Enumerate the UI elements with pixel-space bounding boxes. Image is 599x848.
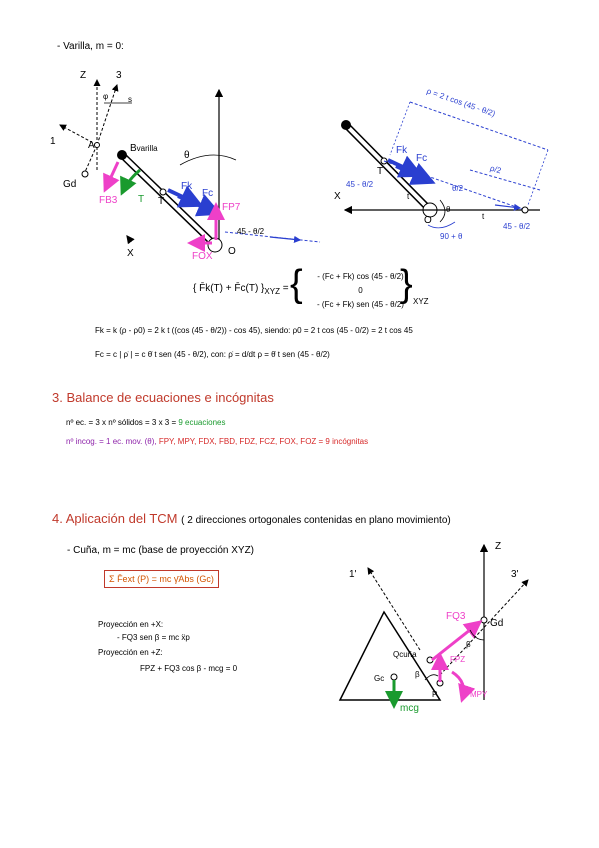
fig1-1-label: 1: [50, 136, 56, 147]
fig1-gd-label: Gd: [63, 179, 77, 190]
fig3-3p-label: 3': [511, 569, 519, 580]
varilla-title: - Varilla, m = 0:: [57, 41, 124, 52]
point-gd: [81, 170, 89, 178]
fig1-b-label: Bvarilla: [130, 143, 158, 154]
fig3-beta2-label: β: [415, 670, 420, 679]
brace-right: }: [400, 263, 413, 305]
point-b: [117, 150, 127, 160]
fig3-gc-label: Gc: [374, 674, 385, 683]
fig1-phi-label: φ: [103, 92, 109, 101]
fig1-fb3-label: FB3: [99, 195, 118, 206]
fig2-theta: θ: [446, 205, 451, 214]
proj-x-eq: - FQ3 sen β = mc ẍp: [117, 633, 190, 642]
fig3-1p-label: 1': [349, 569, 357, 580]
fig2-angle1: 45 - θ/2: [346, 180, 374, 189]
fig1-tcurl-label: T: [138, 194, 145, 205]
fig2-t-label: T: [377, 166, 384, 177]
fig1-fp7-label: FP7: [222, 202, 241, 213]
fig3-z-label: Z: [495, 541, 502, 552]
rho-half-dim: [469, 169, 541, 191]
fig2-fk-label: Fk: [396, 145, 408, 156]
proj-z-eq: FPZ + FQ3 cos β - mcg = 0: [140, 664, 238, 673]
brace-left: {: [290, 263, 303, 305]
fig2-fc: [395, 162, 436, 185]
fig1-fk-label: Fk: [181, 181, 193, 192]
fig2-t-small: t: [407, 192, 410, 201]
fig3-fpz-label: FPZ: [450, 655, 466, 664]
fig1-o-label: O: [228, 246, 236, 257]
fig2-angle4: 90 + θ: [440, 232, 463, 241]
point-t: [159, 188, 167, 196]
proj-z-title: Proyección en +Z:: [98, 648, 163, 657]
fig1-z-label: Z: [80, 70, 87, 81]
fig3-fq3-label: FQ3: [446, 611, 466, 622]
force-rows-sub: XYZ: [413, 297, 429, 306]
fig1-a-label: A: [88, 140, 95, 151]
axis-3: [96, 84, 119, 146]
fig1-x-label: X: [127, 248, 134, 259]
theta-arc: [179, 154, 237, 166]
proj-x-title: Proyección en +X:: [98, 620, 164, 629]
fig2-t2-small: t: [482, 212, 485, 221]
section3-line2: nº incog. = 1 ec. mov. (θ), FPY, MPY, FD…: [66, 437, 369, 446]
moment-mpy: [451, 670, 476, 703]
fig3-p-label: P: [432, 690, 438, 699]
fig3-gd-label: Gd: [490, 618, 504, 629]
force-vector-lhs: { F̄k(T) + F̄c(T) }XYZ =: [193, 283, 289, 296]
fig2-angle3: 45 - θ/2: [503, 222, 531, 231]
torque-t: [120, 168, 141, 196]
fig1-t-label: T: [158, 196, 165, 207]
fig1-s-label: s: [128, 95, 132, 104]
wedge: [338, 610, 442, 701]
fig1-3-label: 3: [116, 70, 122, 81]
force-vector-rows: - (Fc + Fk) cos (45 - θ/2) 0 - (Fc + Fk)…: [317, 272, 404, 309]
cuna-line: - Cuña, m = mc (base de proyección XYZ): [67, 545, 255, 556]
fig2-angle2: θ/2: [452, 184, 464, 193]
axis-x-mark: [126, 235, 135, 245]
fig2-o-label: O: [424, 215, 432, 226]
fc-equation: Fc = c | ρ̇ | = c θ̇ t sen (45 - θ/2), c…: [95, 350, 330, 359]
axis-1: [59, 124, 98, 146]
section3-heading: 3. Balance de ecuaciones e incógnitas: [52, 390, 274, 405]
fig2-x-label: X: [334, 191, 341, 202]
section4-heading: 4. Aplicación del TCM ( 2 direcciones or…: [52, 511, 451, 526]
point-a: [94, 142, 100, 148]
fig3-mcg-label: mcg: [400, 703, 419, 714]
tcm-box: Σ F̄ext (P) = mc γ̄Abs (Gc): [104, 570, 219, 588]
fig3-mpy-label: MPY: [470, 690, 488, 699]
fk-equation: Fk = k (ρ - ρ0) = 2 k t ((cos (45 - θ/2)…: [95, 326, 413, 335]
fig1-theta-label: θ: [184, 150, 190, 161]
force-fb3: [103, 161, 120, 193]
fig3-q-label: Qcuña: [393, 650, 417, 659]
fig1-fox-label: FOX: [192, 251, 213, 262]
rho-dim: [409, 101, 549, 151]
fig3-beta1-label: β: [466, 640, 471, 649]
fig2-fc-label: Fc: [416, 153, 428, 164]
section3-line1: nº ec. = 3 x nº sólidos = 3 x 3 = 9 ecua…: [66, 418, 226, 427]
fig1-angle-label: 45 - θ/2: [237, 227, 265, 236]
fig1-fc-label: Fc: [202, 188, 214, 199]
